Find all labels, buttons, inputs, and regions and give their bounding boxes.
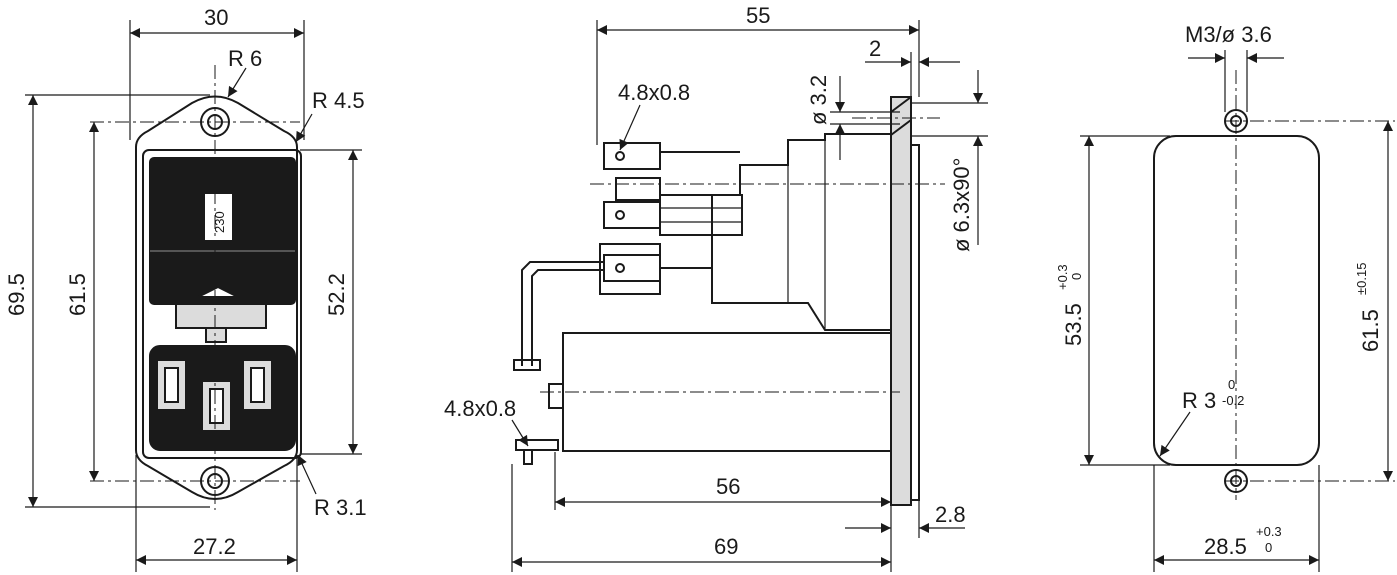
cutout-view: M3/ø 3.6 53.5 +0.3 0 61.5 ±0.15 R 3 0 -0… (1055, 22, 1395, 572)
side-tab-1 (603, 142, 740, 170)
dim-front-height-body: 52.2 (324, 273, 349, 316)
dim-cutout-radius: R 3 (1182, 388, 1216, 413)
side-view: 55 2 4.8x0.8 ø 3.2 ø 6.3x90° 4.8x0.8 56 (444, 3, 988, 572)
side-wire-lead (521, 261, 604, 366)
side-flange (890, 96, 912, 506)
dim-side-thickness: 2.8 (935, 502, 966, 527)
dim-side-flange: 2 (869, 36, 881, 61)
front-body-outline (142, 149, 302, 459)
dim-cutout-height-tol-upper: +0.3 (1055, 264, 1070, 290)
dim-front-width-top: 30 (204, 5, 228, 30)
dim-cutout-height-holes: 61.5 (1358, 309, 1383, 352)
dim-cutout-radius-tol-lower: -0.2 (1222, 393, 1244, 408)
dim-front-width-bottom: 27.2 (193, 534, 236, 559)
drawer-tab (175, 303, 267, 329)
front-flange-outline (135, 95, 298, 500)
front-view: 230 30 R 6 R 4.5 (4, 5, 367, 572)
dim-side-tab-top: 4.8x0.8 (618, 80, 690, 105)
dim-side-total-length: 69 (714, 534, 738, 559)
dim-cutout-width: 28.5 (1204, 534, 1247, 559)
dim-cutout-height-tol-lower: 0 (1069, 273, 1084, 280)
dim-side-body-length: 56 (716, 474, 740, 499)
voltage-window (203, 192, 234, 242)
voltage-label: 230 (212, 211, 227, 233)
dim-side-countersink: ø 6.3x90° (949, 158, 974, 252)
dim-cutout-width-tol-lower: 0 (1265, 540, 1272, 555)
dim-cutout-screw: M3/ø 3.6 (1185, 22, 1272, 47)
side-tab-3 (599, 243, 712, 295)
drawer-arrow (197, 285, 239, 298)
dim-cutout-height: 53.5 (1061, 303, 1086, 346)
dim-front-radius-bottom: R 3.1 (314, 495, 367, 520)
dim-front-height-total: 69.5 (4, 273, 29, 316)
dim-front-radius-top: R 6 (228, 46, 262, 71)
dim-front-height-holes: 61.5 (65, 273, 90, 316)
dim-cutout-radius-tol-upper: 0 (1228, 377, 1235, 392)
dim-cutout-height-holes-tol: ±0.15 (1354, 263, 1369, 295)
dim-front-radius-corner: R 4.5 (312, 88, 365, 113)
dim-side-hole-dia: ø 3.2 (806, 75, 831, 125)
side-housing-upper (711, 133, 891, 331)
dim-cutout-width-tol-upper: +0.3 (1256, 524, 1282, 539)
dim-side-tab-bottom: 4.8x0.8 (444, 396, 516, 421)
side-tab-2 (603, 177, 743, 236)
dim-side-length-top: 55 (746, 3, 770, 28)
